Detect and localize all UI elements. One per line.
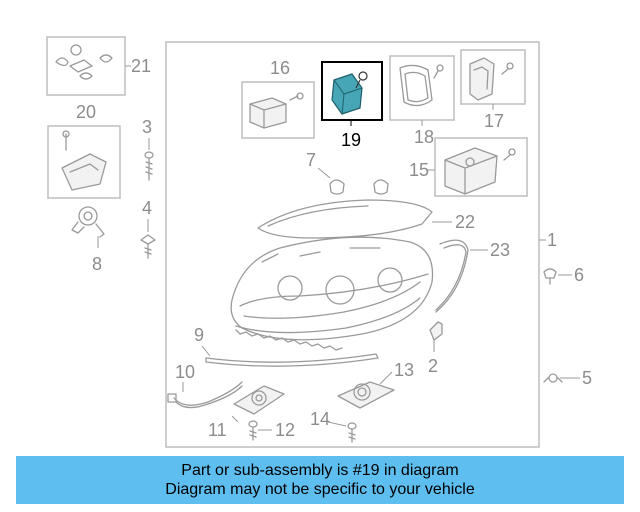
callout-22[interactable]: 22 (455, 212, 475, 232)
part-22-lens[interactable] (257, 199, 433, 239)
callout-17[interactable]: 17 (484, 111, 504, 131)
part-16-bracket[interactable] (249, 92, 304, 129)
part-2-bracket[interactable] (429, 321, 443, 341)
part-19-box (321, 61, 383, 121)
callout-14[interactable]: 14 (310, 409, 330, 429)
part-15-ballast[interactable] (444, 147, 516, 195)
callout-15[interactable]: 15 (409, 160, 429, 180)
callout-7[interactable]: 7 (306, 150, 316, 170)
part-6-clip[interactable] (543, 268, 557, 285)
info-banner: Part or sub-assembly is #19 in diagram D… (16, 456, 624, 504)
part-5-clip[interactable] (543, 373, 563, 383)
part-11-adjuster[interactable] (233, 385, 285, 415)
callout-9[interactable]: 9 (194, 325, 204, 345)
callout-20[interactable]: 20 (76, 102, 96, 122)
callout-11[interactable]: 11 (208, 420, 227, 440)
banner-line-2: Diagram may not be specific to your vehi… (165, 481, 475, 498)
callout-2[interactable]: 2 (428, 356, 438, 376)
part-7-cap[interactable] (329, 179, 389, 195)
callout-10[interactable]: 10 (175, 362, 195, 382)
part-17-bracket[interactable] (469, 57, 514, 101)
part-9-trim-strip[interactable] (205, 353, 379, 367)
callout-3[interactable]: 3 (142, 117, 152, 137)
part-23-seal[interactable] (435, 239, 469, 313)
parts-diagram: 1 21 20 3 4 8 16 (46, 36, 592, 448)
callout-8[interactable]: 8 (92, 254, 102, 274)
headlamp-housing[interactable] (230, 236, 434, 351)
part-15-box (434, 137, 528, 197)
part-4-screw[interactable] (140, 234, 156, 259)
part-19-control-module[interactable] (331, 71, 368, 115)
part-10-harness[interactable] (167, 381, 243, 409)
callout-16[interactable]: 16 (270, 58, 290, 78)
part-13-socket[interactable] (337, 381, 395, 409)
callout-1[interactable]: 1 (547, 230, 557, 250)
part-3-screw[interactable] (144, 151, 154, 181)
part-14-screw[interactable] (347, 422, 357, 443)
part-20-bracket[interactable] (61, 130, 107, 191)
callout-6[interactable]: 6 (574, 265, 584, 285)
part-21-box (46, 36, 126, 96)
part-20-box (47, 125, 121, 199)
part-18-box (389, 55, 455, 121)
callout-13[interactable]: 13 (394, 360, 414, 380)
part-18-gasket[interactable] (399, 64, 444, 107)
part-21-clips[interactable] (55, 44, 113, 80)
callout-19[interactable]: 19 (341, 130, 361, 150)
part-12-screw[interactable] (248, 420, 258, 441)
main-assembly-frame (165, 41, 540, 448)
callout-18[interactable]: 18 (414, 127, 434, 147)
callout-12[interactable]: 12 (275, 420, 295, 440)
callout-4[interactable]: 4 (142, 198, 152, 218)
callout-5[interactable]: 5 (582, 368, 592, 388)
callout-23[interactable]: 23 (490, 240, 510, 260)
part-16-box (241, 81, 315, 139)
callout-21[interactable]: 21 (131, 56, 151, 76)
part-8-motor[interactable] (71, 206, 105, 238)
banner-line-1: Part or sub-assembly is #19 in diagram (181, 462, 459, 479)
